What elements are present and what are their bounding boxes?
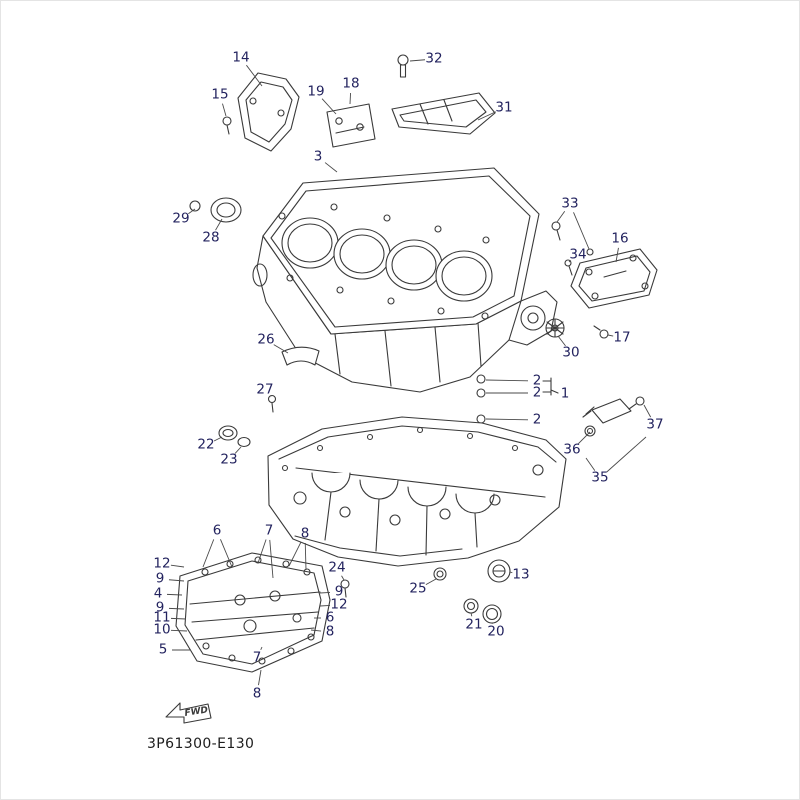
callout-34: 34 (569, 246, 587, 263)
leader-lines (166, 59, 652, 686)
callout-7: 7 (264, 522, 274, 539)
callout-23: 23 (220, 451, 238, 468)
callout-13: 13 (512, 566, 530, 583)
bolt-32-art (397, 54, 409, 78)
plugs-art (340, 559, 511, 624)
fwd-label: FWD (184, 705, 209, 719)
callout-17: 17 (613, 329, 631, 346)
callout-6: 6 (325, 609, 335, 626)
lower-crankcase-art (267, 416, 567, 567)
top-cover-art (222, 72, 300, 152)
callout-4: 4 (153, 585, 163, 602)
callout-14: 14 (232, 49, 250, 66)
plug-28-art (189, 197, 242, 223)
callout-26: 26 (257, 331, 275, 348)
callout-10: 10 (153, 621, 171, 638)
callout-25: 25 (409, 580, 427, 597)
oil-switch-art (582, 396, 645, 437)
retainer-plate-art (326, 103, 376, 148)
callout-6: 6 (212, 522, 222, 539)
engine-art: FWD (165, 54, 658, 724)
callout-18: 18 (342, 75, 360, 92)
callout-1: 1 (560, 385, 570, 402)
callout-37: 37 (646, 416, 664, 433)
callout-8: 8 (325, 623, 335, 640)
callout-9: 9 (155, 570, 165, 587)
callout-36: 36 (563, 441, 581, 458)
callout-28: 28 (202, 229, 220, 246)
dowel-art (476, 374, 559, 424)
callout-5: 5 (158, 641, 168, 658)
callout-2: 2 (532, 372, 542, 389)
side-cover-art (545, 221, 658, 339)
callout-9: 9 (155, 599, 165, 616)
callout-24: 24 (328, 559, 346, 576)
callout-12: 12 (153, 555, 171, 572)
bracket-art (391, 92, 496, 135)
callout-2: 2 (532, 384, 542, 401)
callout-33: 33 (561, 195, 579, 212)
sub-assembly-art (175, 552, 331, 673)
fwd-arrow: FWD (165, 702, 212, 724)
callout-30: 30 (562, 344, 580, 361)
cylinder-block-art (252, 167, 558, 393)
callout-15: 15 (211, 86, 229, 103)
callout-3: 3 (313, 148, 323, 165)
callout-35: 35 (591, 469, 609, 486)
callout-29: 29 (172, 210, 190, 227)
callout-27: 27 (256, 381, 274, 398)
callout-9: 9 (334, 583, 344, 600)
callout-32: 32 (425, 50, 443, 67)
callout-8: 8 (252, 685, 262, 702)
callout-2: 2 (532, 411, 542, 428)
callout-8: 8 (300, 525, 310, 542)
callout-22: 22 (197, 436, 215, 453)
callout-21: 21 (465, 616, 483, 633)
callout-11: 11 (153, 609, 171, 626)
callout-20: 20 (487, 623, 505, 640)
callout-12: 12 (330, 596, 348, 613)
callout-7: 7 (252, 649, 262, 666)
breather-art (267, 346, 320, 413)
callout-31: 31 (495, 99, 513, 116)
callout-19: 19 (307, 83, 325, 100)
diagram-code: 3P61300-E130 (147, 736, 255, 752)
seal-rings-art (218, 425, 251, 448)
callout-16: 16 (611, 230, 629, 247)
